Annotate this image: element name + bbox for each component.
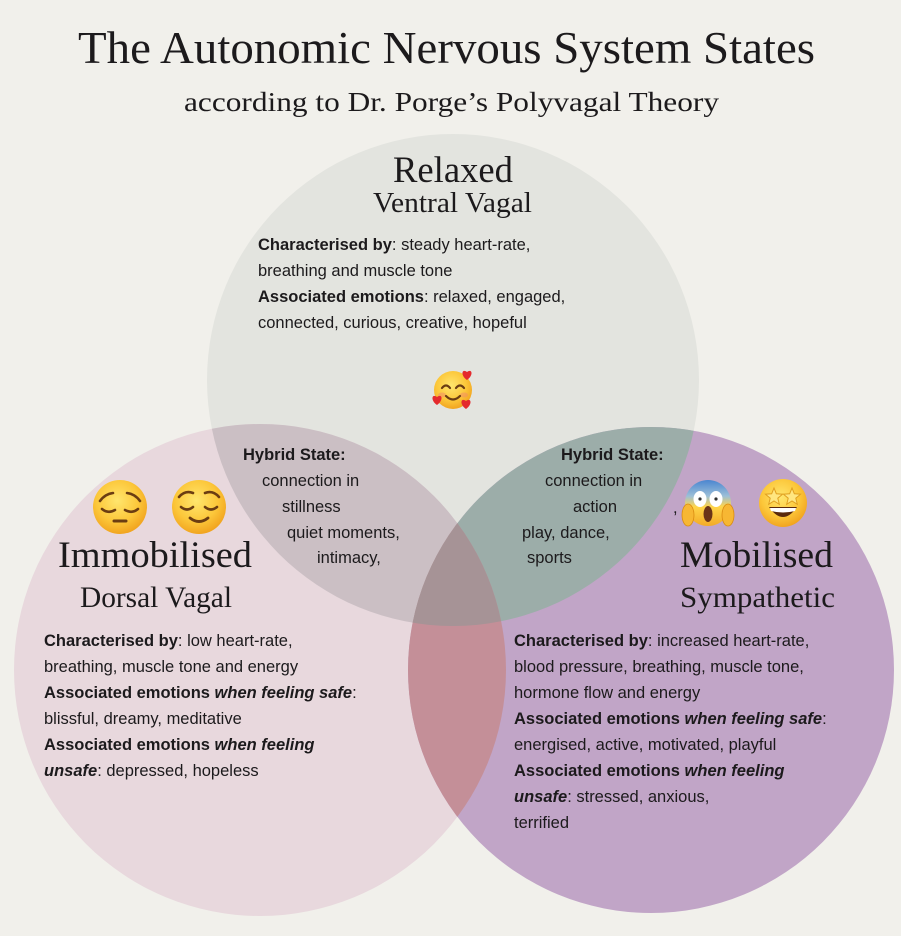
hybrid-stillness-heading: Hybrid State: [243, 446, 346, 464]
mobilised-emphasis: when feeling [685, 762, 785, 780]
immobilised-body-line: breathing, muscle tone and energy [44, 658, 299, 676]
immobilised-emphasis: when feeling safe [215, 684, 353, 702]
mobilised-value: energised, active, motivated, playful [514, 736, 776, 754]
mobilised-value: : [822, 710, 827, 728]
mobilised-body-line: terrified [514, 814, 569, 832]
mobilised-system: Sympathetic [680, 581, 835, 614]
immobilised-emphasis: unsafe [44, 762, 97, 780]
immobilised-label: Associated emotions [44, 736, 215, 754]
mobilised-label: Associated emotions [514, 710, 685, 728]
hybrid-stillness-line: quiet moments, [287, 524, 400, 542]
immobilised-value: breathing, muscle tone and energy [44, 658, 299, 676]
page-title: The Autonomic Nervous System States [78, 22, 815, 73]
immobilised-body-line: Associated emotions when feeling safe: [44, 684, 357, 702]
mobilised-body-line: energised, active, motivated, playful [514, 736, 776, 754]
mobilised-label: Associated emotions [514, 762, 685, 780]
page-subtitle: according to Dr. Porge’s Polyvagal Theor… [184, 87, 720, 117]
relaxed-value: : steady heart-rate, [392, 236, 531, 254]
relaxed-system: Ventral Vagal [373, 187, 532, 219]
hybrid-action-heading: Hybrid State: [561, 446, 664, 464]
relaxed-title: Relaxed [393, 150, 513, 191]
mobilised-value: : stressed, anxious, [567, 788, 709, 806]
hybrid-stillness-line: stillness [282, 498, 341, 516]
hybrid-action-line: play, dance, [522, 524, 610, 542]
relaxed-body-line: Characterised by: steady heart-rate, [258, 236, 530, 254]
relaxed-body-line: breathing and muscle tone [258, 262, 452, 280]
immobilised-body-line: blissful, dreamy, meditative [44, 710, 242, 728]
relaxed-label: Associated emotions [258, 288, 424, 306]
mobilised-emphasis: when feeling safe [685, 710, 823, 728]
immobilised-label: Characterised by [44, 632, 179, 650]
immobilised-system: Dorsal Vagal [80, 581, 232, 614]
relaxed-body-line: connected, curious, creative, hopeful [258, 314, 527, 332]
overlap-relaxed-mobilised [408, 427, 699, 626]
hybrid-stillness-line: connection in [262, 472, 359, 490]
hybrid-action-line: sports [527, 549, 572, 567]
mobilised-title: Mobilised [680, 535, 834, 576]
relaxed-section: Relaxed Ventral Vagal Characterised by: … [258, 150, 565, 409]
immobilised-value: : depressed, hopeless [97, 762, 258, 780]
mobilised-body-line: Characterised by: increased heart-rate, [514, 632, 809, 650]
pensive-face-icon [93, 480, 147, 534]
mobilised-label: Characterised by [514, 632, 649, 650]
face-screaming-in-fear-icon [681, 480, 735, 527]
immobilised-body-line: Characterised by: low heart-rate, [44, 632, 293, 650]
smiling-face-with-hearts-icon [432, 370, 472, 409]
overlap-relaxed-immobilised [207, 424, 506, 626]
relaxed-value: connected, curious, creative, hopeful [258, 314, 527, 332]
stray-comma: , [673, 499, 678, 517]
immobilised-title: Immobilised [58, 535, 253, 576]
hybrid-stillness-line: intimacy, [317, 549, 381, 567]
hybrid-stillness-section: Hybrid State: connection in stillness qu… [243, 446, 400, 567]
mobilised-value: blood pressure, breathing, muscle tone, [514, 658, 804, 676]
mobilised-body-line: hormone flow and energy [514, 684, 701, 702]
star-struck-face-icon [759, 479, 807, 527]
relaxed-value: breathing and muscle tone [258, 262, 452, 280]
hybrid-action-line: action [573, 498, 617, 516]
mobilised-section: , Mobilised Sympathetic Characterised by… [514, 479, 835, 832]
mobilised-body-line: Associated emotions when feeling safe: [514, 710, 827, 728]
mobilised-body-line: blood pressure, breathing, muscle tone, [514, 658, 804, 676]
relaxed-value: : relaxed, engaged, [424, 288, 565, 306]
mobilised-value: : increased heart-rate, [648, 632, 809, 650]
mobilised-value: terrified [514, 814, 569, 832]
relieved-face-icon [172, 480, 226, 534]
immobilised-value: : low heart-rate, [178, 632, 293, 650]
mobilised-emphasis: unsafe [514, 788, 567, 806]
hybrid-action-line: connection in [545, 472, 642, 490]
mobilised-body-line: Associated emotions when feeling [514, 762, 784, 780]
relaxed-body-line: Associated emotions: relaxed, engaged, [258, 288, 565, 306]
immobilised-emphasis: when feeling [215, 736, 315, 754]
mobilised-value: hormone flow and energy [514, 684, 701, 702]
immobilised-label: Associated emotions [44, 684, 215, 702]
hybrid-action-section: Hybrid State: connection in action play,… [522, 446, 664, 567]
immobilised-section: Immobilised Dorsal Vagal Characterised b… [44, 480, 357, 780]
immobilised-body-line: Associated emotions when feeling [44, 736, 314, 754]
relaxed-label: Characterised by [258, 236, 393, 254]
immobilised-value: blissful, dreamy, meditative [44, 710, 242, 728]
mobilised-body-line: unsafe: stressed, anxious, [514, 788, 709, 806]
immobilised-body-line: unsafe: depressed, hopeless [44, 762, 259, 780]
immobilised-value: : [352, 684, 357, 702]
